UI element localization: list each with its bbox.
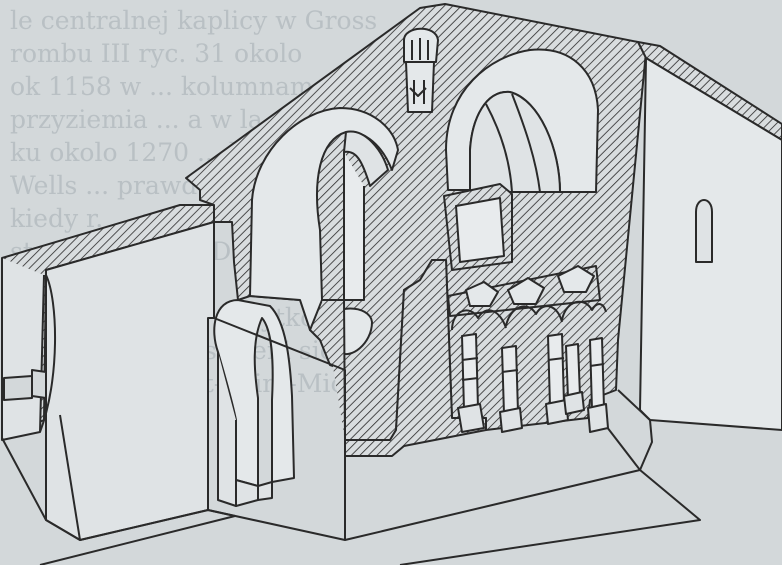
left-arch-inner-jamb <box>343 152 365 301</box>
right-house-roof <box>637 41 782 141</box>
left-room-corner-edge <box>59 414 81 541</box>
right-house-window <box>695 199 713 263</box>
arcade-arch <box>561 300 607 321</box>
central-pier <box>322 259 487 457</box>
colonnette-base <box>563 391 585 415</box>
colonnette <box>589 337 605 411</box>
left-room-arch-edge <box>39 274 57 433</box>
arcade-capital <box>465 281 499 307</box>
gable-pilaster <box>405 61 435 113</box>
central-room-wall-edge <box>213 317 346 371</box>
colonnette <box>461 333 479 411</box>
vault-rib <box>485 103 513 193</box>
arcade-capital <box>557 265 595 293</box>
arcade-arch <box>505 305 563 327</box>
colonnette-base <box>457 403 485 433</box>
doorway-jamb <box>217 352 237 507</box>
left-wall-face <box>1 258 45 441</box>
left-wall-niche <box>3 369 47 401</box>
colonnette-rings <box>461 357 605 381</box>
colonnette <box>547 333 565 407</box>
ornament-flutes <box>411 38 429 60</box>
colonnette <box>501 345 519 415</box>
left-room-back-wall <box>45 221 215 541</box>
pilaster-chevron <box>409 87 427 97</box>
colonnette-base <box>545 399 569 425</box>
central-room-floor <box>207 456 701 565</box>
doorway-step-2 <box>257 481 273 501</box>
colonnade <box>447 265 609 433</box>
left-arch-reveal <box>343 130 389 187</box>
colonnette <box>565 343 581 399</box>
left-arch-opening <box>249 107 399 331</box>
right-house-base <box>617 389 653 471</box>
left-room-floor <box>1 437 236 565</box>
colonnette-base <box>499 407 523 433</box>
inner-window-opening <box>455 197 505 263</box>
arcade-arch <box>451 309 507 331</box>
colonnette-base <box>587 403 609 433</box>
arcade-capital <box>507 277 545 305</box>
central-doorway <box>213 299 295 487</box>
vault-rib <box>511 93 541 193</box>
